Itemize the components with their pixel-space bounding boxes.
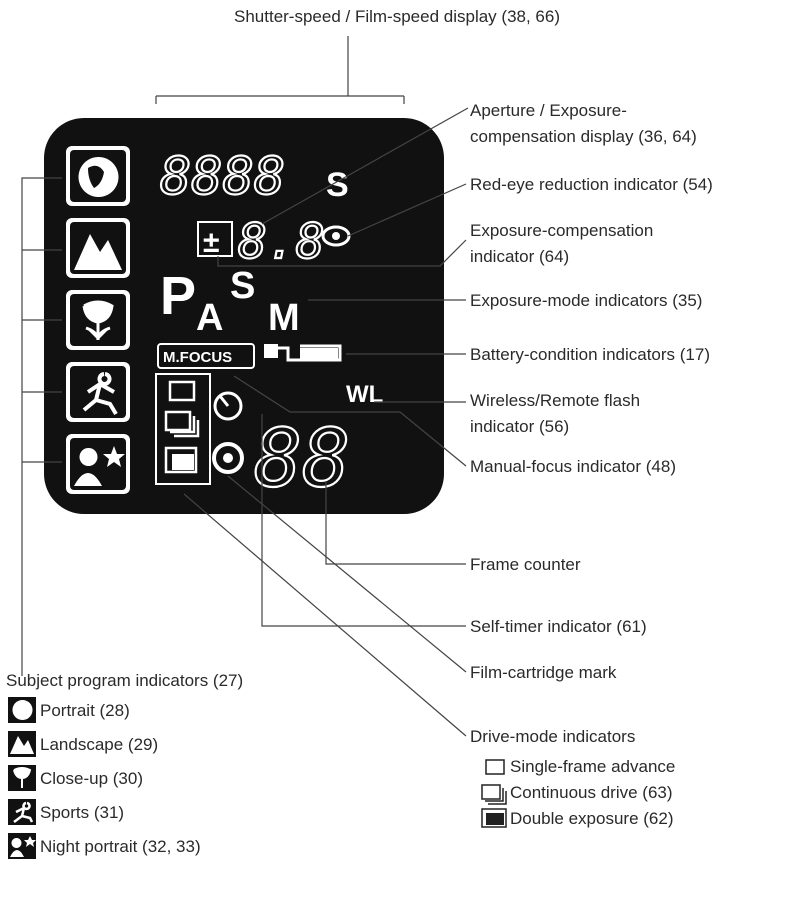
lcd-aperture-digits: 8.8: [238, 214, 325, 270]
lcd-battery-indicator: [264, 344, 342, 362]
lcd-continuous-drive-icon: [164, 410, 200, 438]
lcd-mode-p: P: [160, 266, 196, 326]
label-manual-focus: Manual-focus indicator (48): [470, 457, 676, 476]
lcd-subject-icons: [66, 146, 130, 494]
subject-close-up-label: Close-up (30): [40, 769, 143, 788]
lcd-self-timer-icon: [213, 391, 243, 421]
subject-portrait-label: Portrait (28): [40, 701, 130, 720]
lcd-exposure-comp-indicator: [197, 221, 233, 257]
drive-mode-single-label: Single-frame advance: [510, 757, 676, 776]
label-film-cartridge: Film-cartridge mark: [470, 663, 617, 682]
lcd-night-portrait-icon: [74, 448, 102, 486]
drive-mode-double-label: Double exposure (62): [510, 809, 674, 828]
landscape-icon: [10, 736, 34, 754]
label-wireless-line2: indicator (56): [470, 417, 570, 436]
label-battery: Battery-condition indicators (17): [470, 345, 711, 364]
lcd-double-exposure-icon: [164, 446, 198, 474]
close-up-icon: [13, 767, 32, 788]
lcd-manual-focus-box: [157, 343, 255, 369]
label-shutter-speed: Shutter-speed / Film-speed display (38, …: [234, 7, 560, 26]
continuous-drive-icon: [481, 784, 507, 805]
label-drive-mode: Drive-mode indicators: [470, 727, 636, 746]
portrait-icon: [12, 700, 33, 720]
label-self-timer: Self-timer indicator (61): [470, 617, 647, 636]
lcd-frame-digits: 88: [254, 412, 350, 505]
subject-landscape-label: Landscape (29): [40, 735, 159, 754]
label-aperture-line1: Aperture / Exposure-: [470, 101, 627, 120]
lcd-landscape-icon: [74, 234, 122, 270]
lcd-single-frame-icon: [168, 380, 196, 402]
label-subject-programs: Subject program indicators (27): [6, 671, 244, 690]
lcd-portrait-icon: [78, 157, 119, 197]
legend-drive-icons: [481, 759, 507, 828]
lcd-sports-icon: [82, 372, 118, 416]
lcd-film-cartridge-icon: [212, 442, 244, 474]
night-portrait-icon: [10, 838, 24, 857]
subject-night-portrait-label: Night portrait (32, 33): [40, 837, 201, 856]
lcd-panel: [44, 118, 444, 514]
sports-icon: [13, 801, 34, 823]
lcd-shutter-unit: S: [326, 166, 349, 204]
lcd-mode-a: A: [196, 297, 223, 339]
label-frame-counter: Frame counter: [470, 555, 581, 574]
subject-sports-label: Sports (31): [40, 803, 125, 822]
lcd-manual-focus-text: M.FOCUS: [163, 349, 232, 366]
legend-subject-icons: [8, 697, 36, 859]
lcd-mode-s: S: [230, 265, 255, 307]
lcd-shutter-digits: 8888: [160, 147, 285, 207]
lcd-wireless-text: WL: [346, 381, 383, 408]
label-wireless-line1: Wireless/Remote flash: [470, 391, 641, 410]
label-red-eye: Red-eye reduction indicator (54): [470, 175, 713, 194]
lcd-close-up-icon: [82, 300, 114, 341]
label-exposure-mode: Exposure-mode indicators (35): [470, 291, 703, 310]
svg-text:±: ±: [203, 226, 219, 259]
double-exposure-icon: [481, 808, 507, 828]
label-aperture-line2: compensation display (36, 64): [470, 127, 697, 146]
leader-lines: [21, 36, 469, 737]
label-exp-comp-line2: indicator (64): [470, 247, 570, 266]
lcd-mode-m: M: [268, 297, 300, 339]
label-exp-comp-line1: Exposure-compensation: [470, 221, 654, 240]
drive-mode-continuous-label: Continuous drive (63): [510, 783, 673, 802]
single-frame-icon: [485, 759, 505, 775]
